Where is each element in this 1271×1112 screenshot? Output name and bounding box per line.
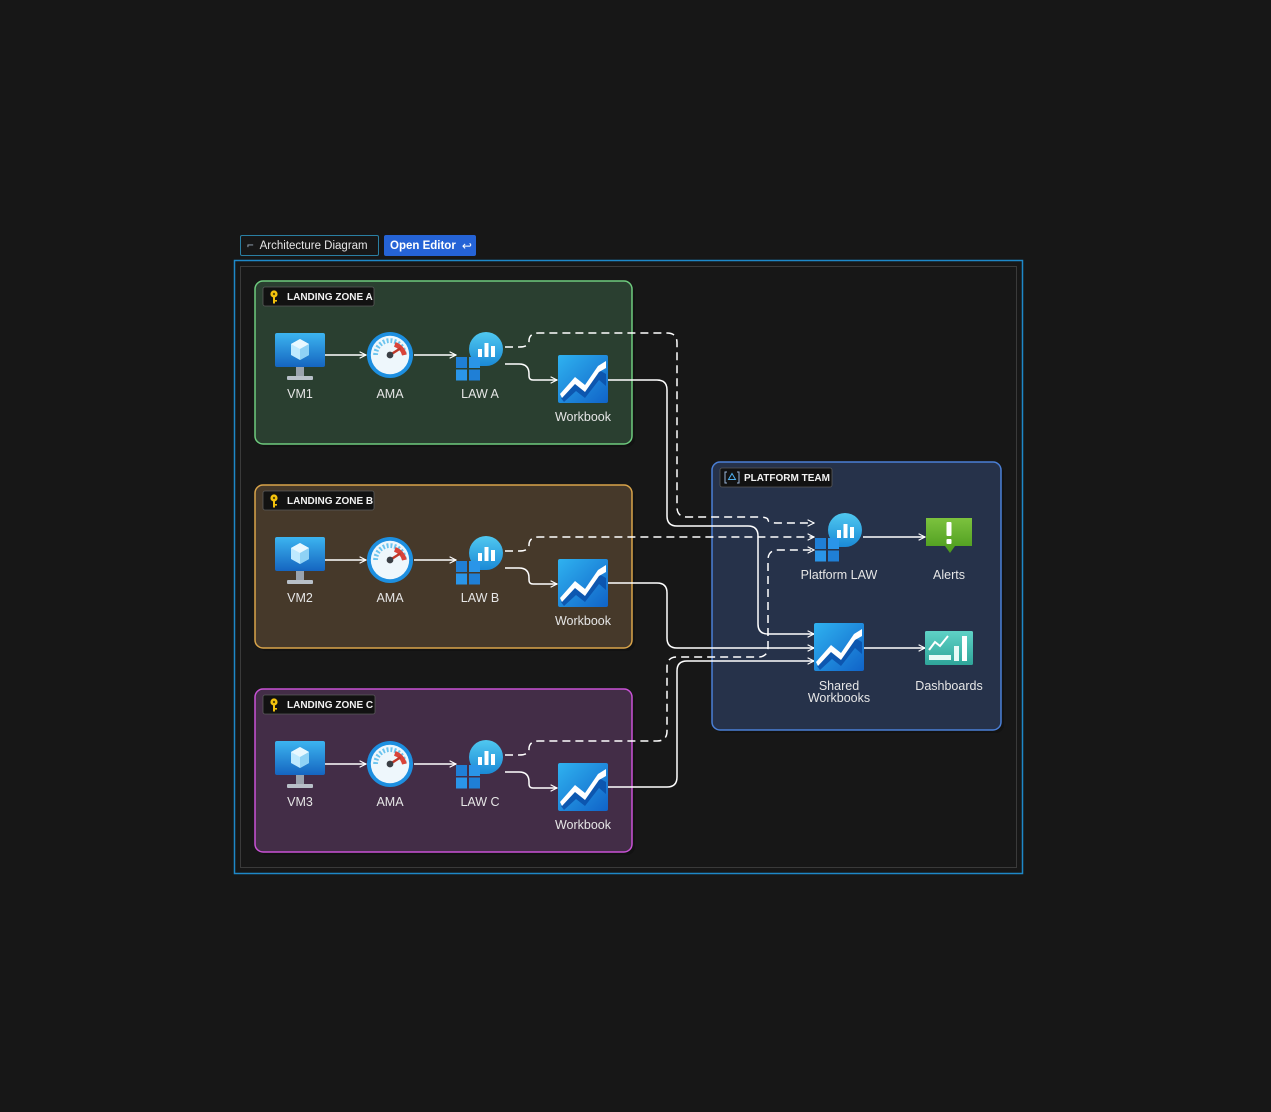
diagnostic-connectors — [505, 332, 814, 756]
workbook-icon — [814, 623, 864, 671]
workbook-c-label: Workbook — [555, 818, 612, 832]
platform-team-tag: PLATFORM TEAM — [719, 467, 833, 488]
law-b-label: LAW B — [461, 591, 499, 605]
law-a-label: LAW A — [461, 387, 499, 401]
diagram-frame-inner — [240, 266, 1017, 868]
law-b-to-workbook-connector — [505, 567, 557, 584]
workbook-icon — [558, 763, 608, 811]
alerts-label: Alerts — [933, 568, 965, 582]
landing-zone-c-tag: LANDING ZONE C — [262, 694, 376, 715]
workbook-b-to-shared-connector — [608, 582, 814, 648]
shared-workbooks-label-line2: Workbooks — [808, 691, 870, 705]
landing-zone-b-label: LANDING ZONE B — [287, 496, 373, 507]
architecture-diagram-title: Architecture Diagram — [259, 239, 368, 252]
diagram-icon: ⌐ — [247, 239, 254, 252]
landing-zone-c-label: LANDING ZONE C — [287, 700, 373, 711]
workbook-b-label: Workbook — [555, 614, 612, 628]
law-c-to-workbook-connector — [505, 771, 557, 788]
landing-zone-a-label: LANDING ZONE A — [287, 292, 373, 303]
diagram-frame-outer — [233, 259, 1024, 875]
platform-team-label: PLATFORM TEAM — [744, 473, 830, 484]
ama-gauge-icon — [367, 332, 413, 378]
landing-zone-b-container — [254, 484, 633, 649]
vm2-label: VM2 — [287, 591, 313, 605]
law-c-label: LAW C — [460, 795, 499, 809]
shared-workbooks-label-line1: Shared — [819, 679, 859, 693]
dashboard-icon — [924, 630, 974, 666]
management-group-icon — [724, 471, 740, 484]
law-a-to-platform-law-connector — [505, 332, 814, 523]
workbook-a-to-shared-connector — [608, 379, 814, 634]
ama-gauge-icon — [367, 537, 413, 583]
open-editor-label: Open Editor — [390, 239, 456, 252]
workbook-icon — [558, 559, 608, 607]
workbook-c-to-shared-connector — [608, 661, 814, 788]
law-b-to-platform-law-connector — [505, 537, 814, 552]
landing-zone-c-container — [254, 688, 633, 853]
connectors — [325, 355, 925, 788]
landing-zone-a-container — [254, 280, 633, 445]
ama-a-label: AMA — [376, 387, 404, 401]
landing-zone-a-tag: LANDING ZONE A — [262, 286, 375, 307]
dashboards-label: Dashboards — [915, 679, 982, 693]
vm1-label: VM1 — [287, 387, 313, 401]
law-c-to-platform-law-connector — [505, 550, 814, 756]
workbook-icon — [558, 355, 608, 403]
open-editor-button[interactable]: Open Editor ↩ — [384, 235, 476, 256]
vm3-label: VM3 — [287, 795, 313, 809]
return-arrow-icon: ↩ — [461, 238, 472, 253]
ama-c-label: AMA — [376, 795, 404, 809]
law-a-to-workbook-connector — [505, 363, 557, 380]
workbook-a-label: Workbook — [555, 410, 612, 424]
landing-zone-b-tag: LANDING ZONE B — [262, 490, 375, 511]
ama-b-label: AMA — [376, 591, 404, 605]
platform-law-label: Platform LAW — [801, 568, 878, 582]
architecture-diagram-tab[interactable]: ⌐ Architecture Diagram — [240, 235, 379, 256]
ama-gauge-icon — [367, 741, 413, 787]
